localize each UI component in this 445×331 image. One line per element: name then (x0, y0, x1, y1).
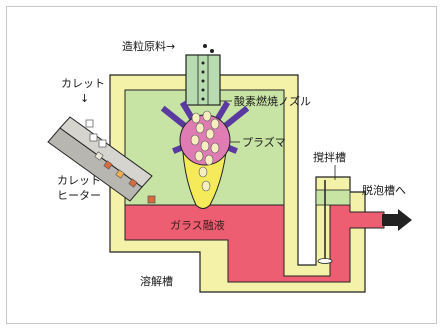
label-cullet-heater-1: カレット (57, 174, 101, 187)
label-raw-material: 造粒原料→ (122, 39, 175, 53)
stir-tank-headspace (315, 189, 351, 206)
outflow-arrow (382, 209, 412, 231)
cullet-heater (47, 116, 153, 202)
raw-particle (210, 49, 214, 53)
glass-melt (124, 204, 385, 283)
oxygen-burner-nozzle (185, 54, 221, 106)
label-cullet-heater-2: ヒーター (57, 189, 101, 202)
cullet-pieces (85, 119, 156, 204)
stirrer-blade (317, 258, 333, 264)
label-stir-tank: 撹拌槽 (313, 150, 346, 164)
raw-particle (203, 44, 207, 48)
label-melt-tank: 溶解槽 (140, 274, 173, 288)
label-plasma: プラズマ (242, 135, 286, 149)
label-cullet-arrow: ↓ (80, 92, 89, 105)
granules (190, 110, 220, 192)
label-melt: ガラス融液 (170, 218, 225, 232)
plasma-core (179, 114, 231, 166)
label-defoam: 脱泡槽へ (362, 183, 406, 197)
label-cullet: カレット (61, 77, 105, 90)
label-nozzle: 酸素燃焼ノズル (234, 94, 311, 108)
